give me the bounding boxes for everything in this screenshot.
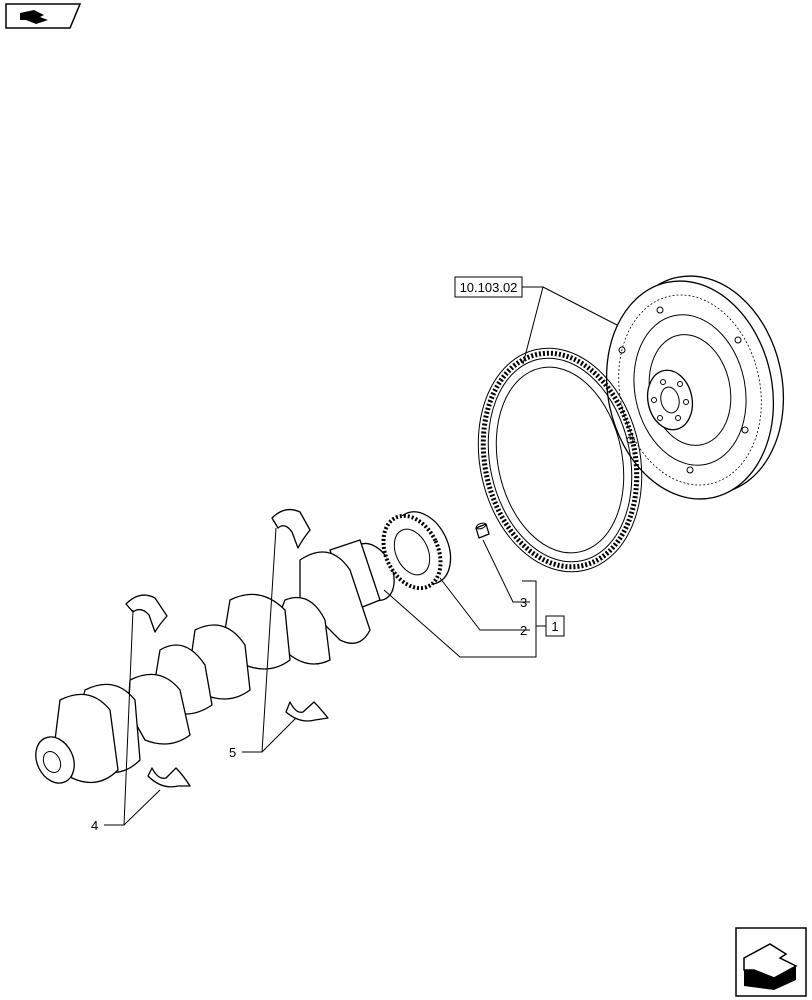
ring-gear [477,347,643,573]
crankshaft [35,539,395,784]
bearing-shell-lower-4 [147,767,191,788]
bearing-shell-upper-4 [125,594,168,633]
callout-2: 2 [520,623,527,638]
dowel-pin [475,522,490,539]
ref-flywheel-group-label: 10.103.02 [460,280,518,295]
bearing-shell-upper-5 [271,508,311,549]
page-back-icon[interactable] [5,3,82,29]
bearing-shell-lower-5 [285,701,329,722]
ref-flywheel-group[interactable]: 10.103.02 [454,276,523,298]
assembly-box-label: 1 [551,619,558,634]
assembly-box[interactable]: 1 [545,615,565,637]
flywheel [605,275,785,500]
next-page-icon[interactable] [735,927,807,997]
crankshaft-gear [381,511,452,591]
callout-4: 4 [91,818,98,833]
callout-3: 3 [520,595,527,610]
callout-5: 5 [229,745,236,760]
leader-lines [104,286,618,826]
